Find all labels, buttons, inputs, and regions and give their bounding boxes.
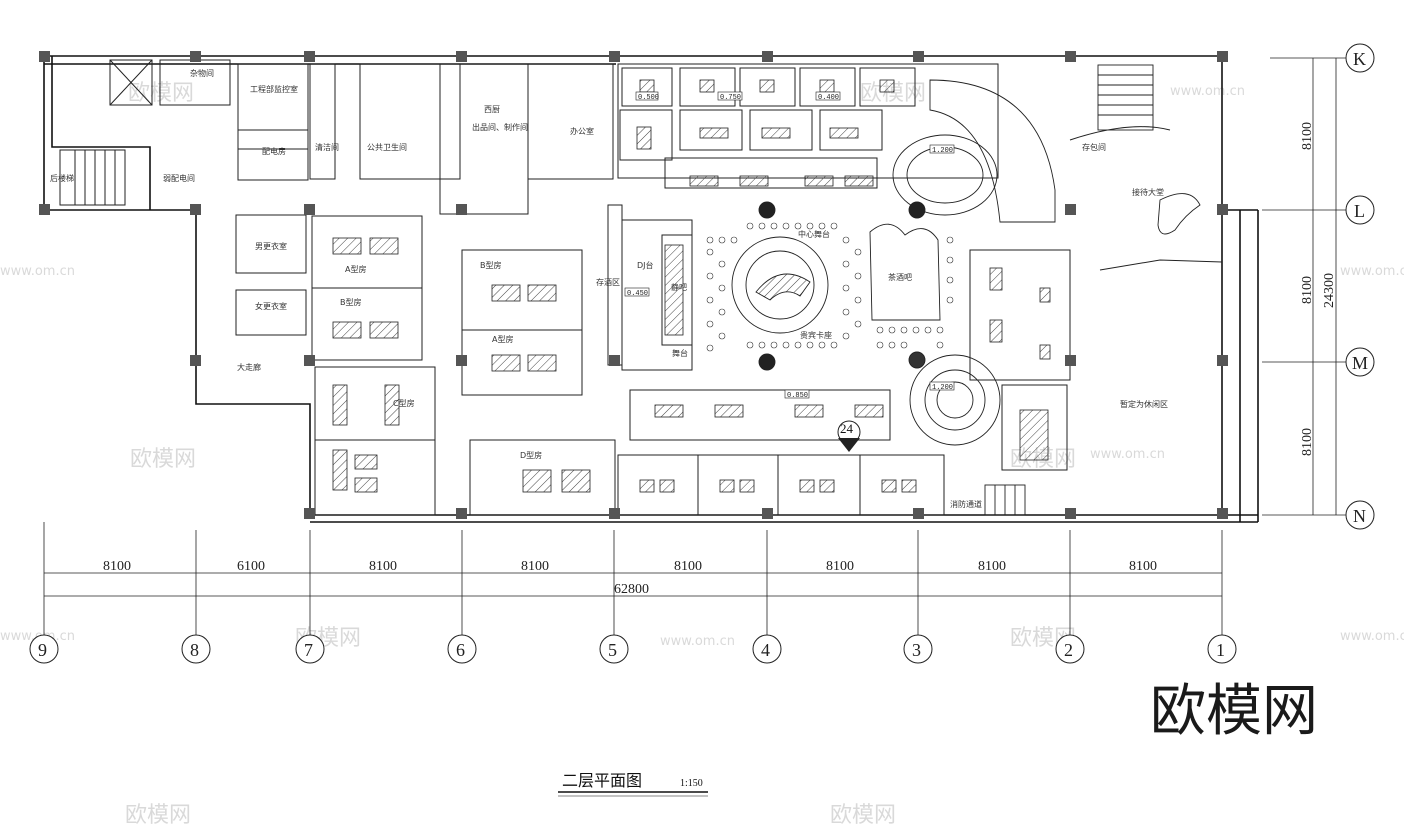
axis-label: L [1354, 201, 1365, 221]
axis-label: N [1353, 506, 1366, 526]
room-label: 后楼梯 [50, 173, 74, 183]
level-mark: 1.200 [932, 384, 953, 392]
room-label: 男更衣室 [255, 241, 287, 251]
dimension-labels-bottom: 8100 6100 8100 8100 8100 8100 8100 8100 … [103, 559, 1157, 597]
room-label: 静吧 [671, 282, 687, 292]
axis-label: K [1353, 49, 1366, 69]
brand-logo: 欧模网 [1150, 679, 1318, 744]
room-label: 出品间、制作间 [472, 122, 528, 132]
dim-label: 8100 [1300, 428, 1315, 456]
dim-label: 8100 [826, 559, 854, 574]
axis-label: 2 [1064, 640, 1073, 660]
dimension-right [1262, 57, 1346, 516]
dim-label: 8100 [674, 559, 702, 574]
room-label: 舞台 [672, 348, 688, 358]
room-label: 存包间 [1082, 142, 1106, 152]
watermark-url: www.om.cn [0, 264, 75, 279]
level-mark: 0.750 [720, 94, 741, 102]
room-label: 公共卫生间 [367, 142, 407, 152]
watermark-url: www.om.cn [1170, 84, 1245, 99]
watermark-url: www.om.cn [1340, 629, 1404, 644]
room-label: 办公室 [570, 126, 594, 136]
axis-bubbles-bottom: 9 8 7 6 5 4 3 2 1 [29, 634, 1237, 664]
axis-label: 7 [304, 640, 313, 660]
room-label: 杂物间 [190, 68, 214, 78]
room-label: 大走廊 [237, 362, 261, 372]
dim-label: 8100 [521, 559, 549, 574]
room-label: D型房 [520, 450, 542, 460]
axis-bubbles-right: K L M N [1345, 43, 1375, 530]
room-label: 弱配电间 [163, 173, 195, 183]
room-label: 中心舞台 [798, 229, 830, 239]
dim-label: 8100 [369, 559, 397, 574]
watermark: 欧模网 [128, 81, 194, 106]
room-label: B型房 [340, 297, 362, 307]
room-label: 工程部监控室 [250, 84, 298, 94]
drawing-title-block: 二层平面图 1:150 [558, 771, 708, 797]
room-label: 茶酒吧 [888, 272, 912, 282]
room-label: 西厨 [484, 105, 500, 114]
watermark-url: www.om.cn [1340, 264, 1404, 279]
room-label: 接待大堂 [1132, 187, 1164, 197]
watermark-url: www.om.cn [660, 634, 735, 649]
room-label: C型房 [393, 398, 415, 408]
room-label: 配电房 [262, 146, 286, 156]
dim-total-label: 24300 [1322, 273, 1337, 308]
index-mark: 24 [837, 420, 861, 452]
level-mark: 0.400 [818, 94, 839, 102]
drawing-scale: 1:150 [680, 778, 703, 789]
level-marks: 0.500 0.750 0.400 1.200 1.200 0.850 0.45… [624, 91, 955, 400]
dim-label: 8100 [1300, 276, 1315, 304]
room-label: 清洁间 [315, 142, 339, 152]
room-label: B型房 [480, 260, 502, 270]
level-mark: 0.850 [787, 392, 808, 400]
level-mark: 1.200 [932, 147, 953, 155]
axis-label: 4 [761, 640, 770, 660]
dim-label: 8100 [103, 559, 131, 574]
room-label: 女更衣室 [255, 301, 287, 311]
axis-label: 8 [190, 640, 199, 660]
room-label: 消防通道 [950, 499, 982, 509]
room-label: 贵宾卡座 [800, 330, 832, 340]
axis-label: 1 [1216, 640, 1225, 660]
level-mark: 0.500 [638, 94, 659, 102]
dim-label: 8100 [1300, 122, 1315, 150]
dim-label: 6100 [237, 559, 265, 574]
dim-label: 8100 [1129, 559, 1157, 574]
room-label: A型房 [492, 334, 513, 344]
room-label: DJ台 [637, 260, 654, 270]
axis-label: 5 [608, 640, 617, 660]
index-number: 24 [840, 421, 854, 436]
central-hall [706, 64, 1201, 516]
watermark: 欧模网 [130, 447, 196, 472]
watermark: 欧模网 [125, 803, 191, 825]
axis-label: 6 [456, 640, 465, 660]
furniture-hatch [332, 79, 1051, 493]
watermark-url: www.om.cn [1090, 447, 1165, 462]
room-label: 存酒区 [596, 277, 620, 287]
dim-label: 8100 [978, 559, 1006, 574]
interior-walls [59, 59, 1223, 516]
axis-label: M [1352, 353, 1368, 373]
dimension-bottom [43, 522, 1223, 635]
axis-label: 9 [38, 640, 47, 660]
dim-total-label: 62800 [614, 582, 649, 597]
columns [39, 51, 1228, 519]
drawing-title: 二层平面图 [562, 771, 642, 790]
room-label: 暂定为休闲区 [1120, 399, 1168, 409]
level-mark: 0.450 [627, 290, 648, 298]
room-labels: 杂物间 工程部监控室 配电房 清洁间 公共卫生间 西厨 出品间、制作间 办公室 … [50, 68, 1168, 509]
watermark: 欧模网 [830, 803, 896, 825]
dimension-labels-right: 8100 8100 8100 24300 [1300, 122, 1337, 456]
axis-label: 3 [912, 640, 921, 660]
room-label: A型房 [345, 264, 366, 274]
